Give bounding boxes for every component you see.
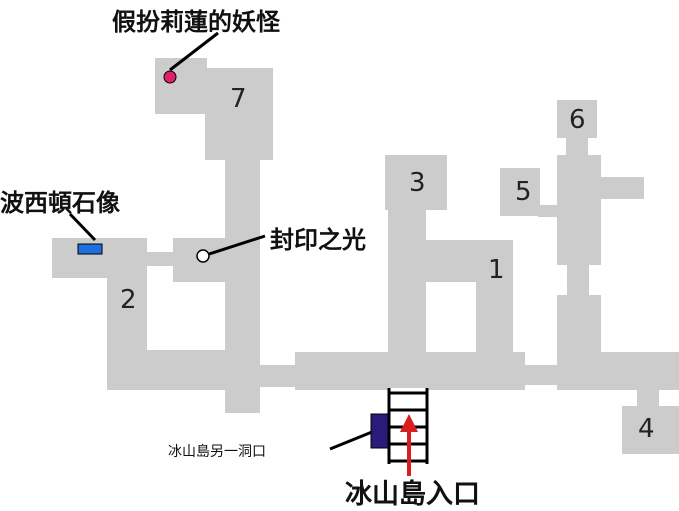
statue-marker bbox=[77, 243, 103, 255]
monster-marker bbox=[163, 70, 177, 84]
leader-line-monster bbox=[169, 31, 219, 72]
room-1 bbox=[476, 240, 513, 355]
room-number-6: 6 bbox=[569, 105, 586, 135]
room-number-2: 2 bbox=[120, 285, 137, 315]
corridor-east-link bbox=[523, 365, 563, 385]
label-seal-light: 封印之光 bbox=[270, 226, 366, 254]
room-5-link bbox=[538, 205, 560, 217]
room-number-7: 7 bbox=[230, 84, 247, 114]
seal-light-marker bbox=[196, 249, 210, 263]
corridor-4 bbox=[637, 385, 659, 410]
room-number-3: 3 bbox=[409, 168, 426, 198]
label-entrance: 冰山島入口 bbox=[345, 479, 480, 510]
corridor-6-down bbox=[566, 135, 588, 160]
room-2 bbox=[107, 275, 147, 390]
other-exit-marker bbox=[370, 413, 390, 449]
room-number-4: 4 bbox=[638, 414, 655, 444]
room-number-1: 1 bbox=[488, 255, 505, 285]
corridor-center-link bbox=[258, 365, 298, 387]
east-hall bbox=[557, 352, 679, 390]
label-fake-lily-monster: 假扮莉蓮的妖怪 bbox=[112, 8, 280, 36]
room-5 bbox=[500, 168, 540, 216]
east-right-arm bbox=[598, 177, 644, 199]
leader-line-statue bbox=[68, 212, 97, 242]
room-7 bbox=[155, 58, 207, 114]
leader-line-seal bbox=[205, 234, 266, 257]
room-number-5: 5 bbox=[515, 177, 532, 207]
room-6 bbox=[557, 100, 597, 138]
room-3 bbox=[385, 155, 447, 210]
east-tower-neck bbox=[567, 262, 589, 297]
east-lower bbox=[557, 295, 601, 355]
corridor-2-to-seal bbox=[145, 252, 180, 266]
label-other-exit: 冰山島另一洞口 bbox=[168, 444, 266, 460]
room-7-body bbox=[205, 68, 273, 160]
corridor-west bbox=[145, 350, 260, 390]
label-poseidon-statue: 波西頓石像 bbox=[0, 189, 120, 217]
room-4 bbox=[622, 406, 679, 454]
leader-line-other-exit bbox=[329, 430, 373, 451]
east-tower bbox=[557, 155, 601, 265]
main-hall bbox=[295, 352, 525, 390]
entrance-arrow bbox=[400, 414, 418, 476]
